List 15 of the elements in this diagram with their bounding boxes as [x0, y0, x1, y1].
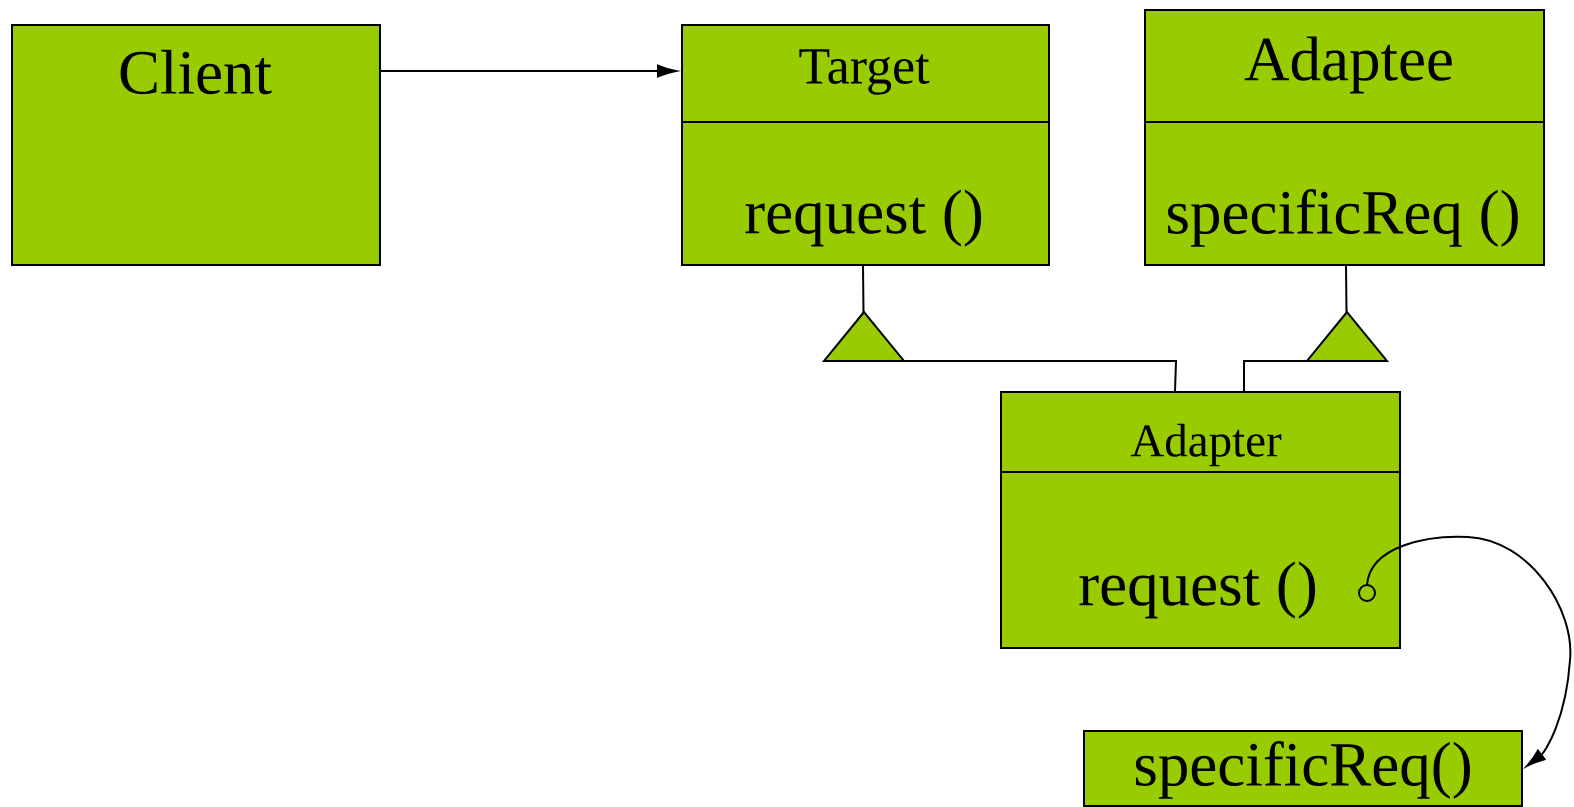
- class-box: [1083, 730, 1523, 807]
- class-name: Client: [120, 49, 272, 95]
- method-name: specificReq (): [1168, 189, 1518, 247]
- method-name: request (): [745, 189, 982, 247]
- generalization-arrow: [821, 265, 1178, 392]
- arrow: [1358, 535, 1572, 767]
- class-box: [11, 24, 381, 266]
- class-box: [1144, 9, 1545, 266]
- class-box: [1000, 391, 1401, 649]
- method-name: specificReq(): [1135, 741, 1470, 799]
- class-name: Target: [799, 49, 930, 95]
- class-box: [681, 24, 1050, 266]
- method-name: request (): [1079, 561, 1316, 619]
- class-name: Adapter: [1130, 423, 1282, 467]
- class-name: Adaptee: [1244, 36, 1452, 94]
